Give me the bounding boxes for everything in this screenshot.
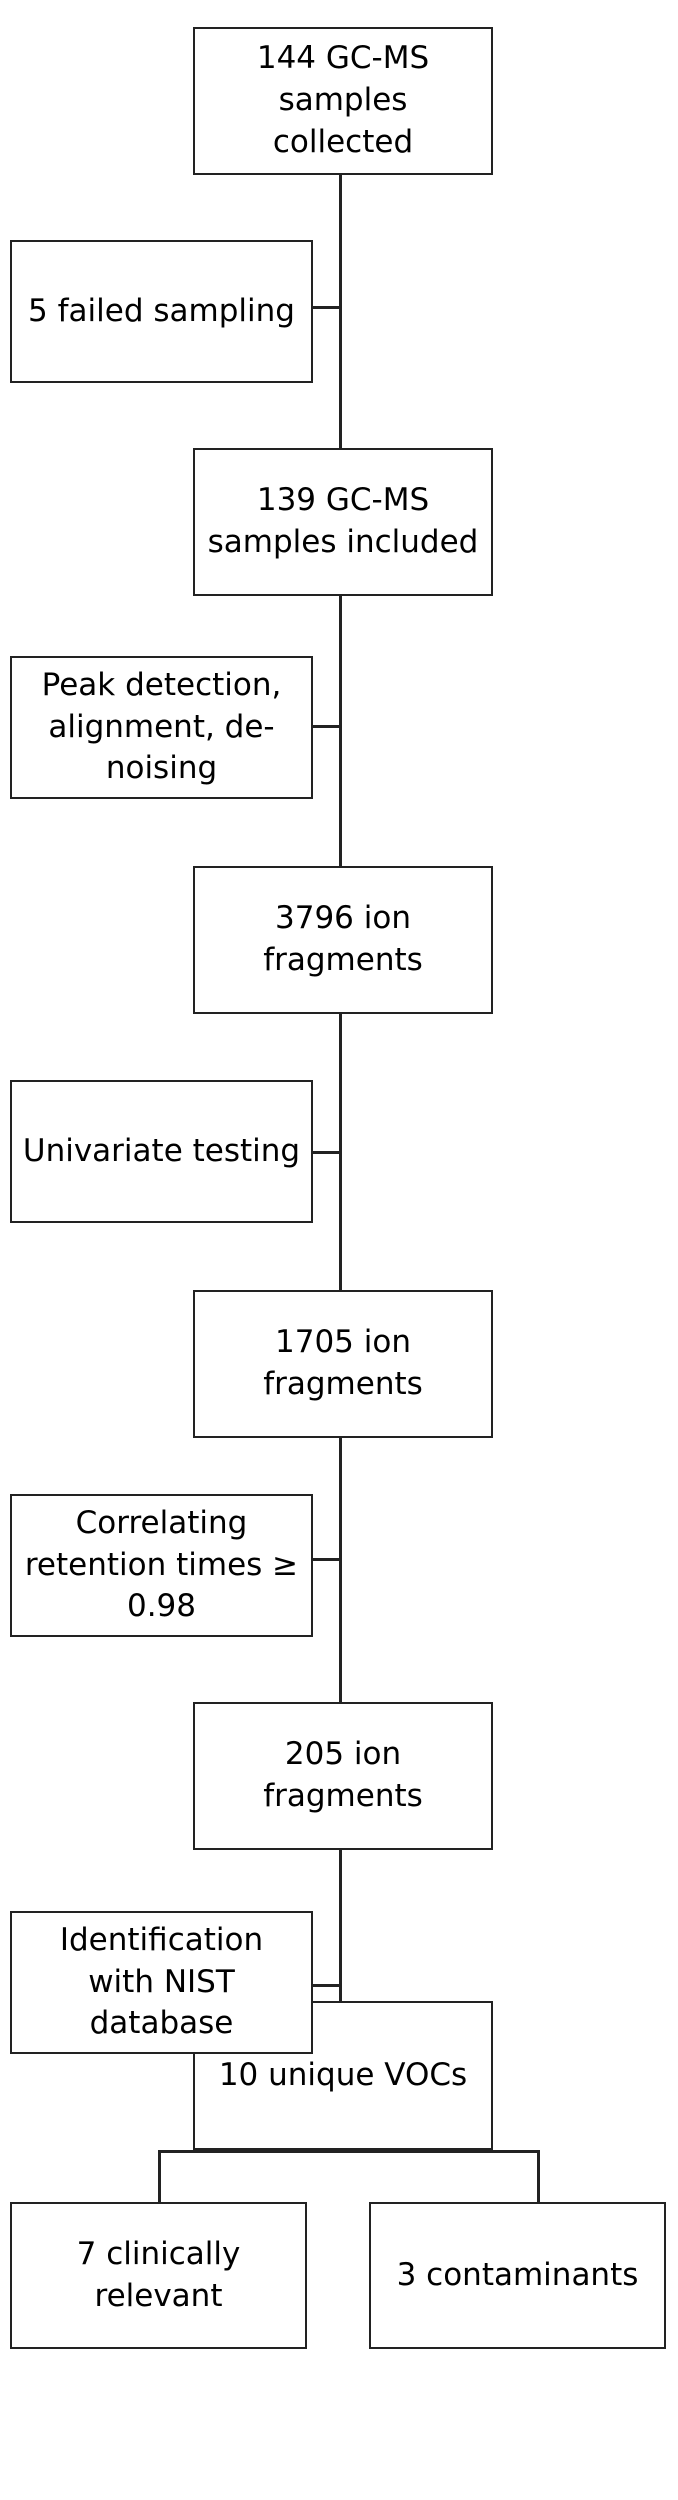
outcome-clinical-line1: 7 clinically: [76, 2235, 241, 2272]
side-identification-line1: Identification: [59, 1921, 264, 1958]
connector-correlating: [313, 1558, 342, 1561]
side-failed-sampling: 5 failed sampling: [10, 240, 313, 383]
side-identification-line3: database: [89, 2005, 234, 2042]
step-samples-included-line2: samples included: [207, 524, 479, 560]
side-identification-line2: with NIST: [88, 1963, 235, 2000]
step-205-ion-fragments: 205 ion fragments: [193, 1702, 493, 1850]
step-205-line1: 205 ion: [284, 1736, 402, 1773]
step-205-line2: fragments: [263, 1778, 423, 1814]
split-horizontal-line: [158, 2150, 540, 2153]
step-samples-collected-line2: samples collected: [272, 82, 414, 160]
connector-univariate: [313, 1151, 342, 1154]
split-left-line: [158, 2150, 161, 2202]
step-1705-ion-fragments: 1705 ion fragments: [193, 1290, 493, 1438]
side-identification-nist: Identification with NIST database: [10, 1911, 313, 2054]
connector-failed: [313, 306, 342, 309]
connector-peak: [313, 725, 342, 728]
split-right-line: [537, 2150, 540, 2202]
side-univariate-line1: Univariate testing: [22, 1132, 301, 1169]
side-correlating-retention: Correlating retention times ≥ 0.98: [10, 1494, 313, 1637]
step-samples-collected-line1: 144 GC-MS: [256, 40, 430, 77]
step-samples-collected: 144 GC-MS samples collected: [193, 27, 493, 175]
step-samples-included: 139 GC-MS samples included: [193, 448, 493, 596]
step-1705-line1: 1705 ion: [275, 1324, 411, 1361]
step-3796-line2: fragments: [263, 942, 423, 978]
side-correlating-line3: 0.98: [126, 1588, 196, 1625]
side-correlating-line2: retention times ≥: [24, 1546, 299, 1583]
outcome-clinical-line2: relevant: [94, 2277, 223, 2314]
step-samples-included-line1: 139 GC-MS: [256, 482, 430, 519]
side-peak-line1: Peak detection,: [41, 666, 282, 703]
side-peak-line3: noising: [105, 750, 218, 787]
step-3796-line1: 3796 ion: [275, 900, 411, 937]
side-peak-detection: Peak detection, alignment, de-noising: [10, 656, 313, 799]
outcome-clinically-relevant: 7 clinically relevant: [10, 2202, 307, 2349]
step-3796-ion-fragments: 3796 ion fragments: [193, 866, 493, 1014]
side-failed-line1: 5 failed sampling: [28, 292, 295, 329]
outcome-contaminants: 3 contaminants: [369, 2202, 666, 2349]
connector-identification: [313, 1984, 342, 1987]
side-univariate-testing: Univariate testing: [10, 1080, 313, 1223]
side-correlating-line1: Correlating: [75, 1504, 248, 1541]
main-spine-line: [339, 175, 342, 2150]
step-1705-line2: fragments: [263, 1366, 423, 1402]
step-vocs-line1: 10 unique VOCs: [218, 2056, 468, 2093]
side-peak-line2: alignment, de-: [48, 708, 275, 745]
outcome-contaminants-line1: 3 contaminants: [396, 2256, 639, 2293]
